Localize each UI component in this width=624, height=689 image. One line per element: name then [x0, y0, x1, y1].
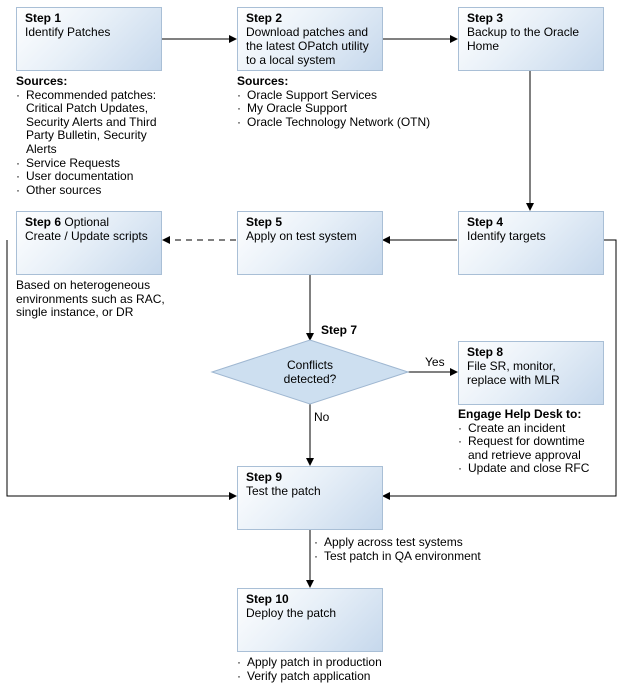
decision-diamond: [210, 339, 410, 405]
step-8-box: Step 8 File SR, monitor, replace with ML…: [458, 341, 604, 405]
step-1-sources-heading: Sources:: [16, 74, 68, 88]
step-2-source-item: Oracle Technology Network (OTN): [237, 115, 430, 130]
step-5-number: Step 5: [246, 215, 283, 229]
step-4-box: Step 4 Identify targets: [458, 211, 604, 275]
helpdesk-item: Request for downtime and retrieve approv…: [458, 434, 593, 462]
step-7-question: Conflicts detected?: [283, 358, 337, 386]
step-1-source-item: User documentation: [16, 170, 176, 184]
step-2-sources-heading: Sources:: [237, 74, 289, 88]
step-3-box: Step 3 Backup to the Oracle Home: [458, 7, 604, 71]
arrow-step4-step9: [382, 239, 617, 500]
step-2-source-item: My Oracle Support: [237, 102, 430, 116]
step-10-note-item: Apply patch in production: [237, 655, 382, 670]
step-9-note-item: Apply across test systems: [314, 535, 481, 550]
step-10-label: Deploy the patch: [246, 606, 337, 620]
step-6-label: Create / Update scripts: [25, 229, 148, 243]
step-9-box: Step 9 Test the patch: [237, 466, 383, 530]
step-6-note: Based on heterogeneous environments such…: [16, 278, 165, 320]
helpdesk-item: Create an incident: [458, 421, 593, 436]
step-1-number: Step 1: [25, 11, 62, 25]
step-6-box: Step 6 Optional Create / Update scripts: [16, 211, 162, 275]
step-9-note-item: Test patch in QA environment: [314, 549, 481, 564]
step-4-number: Step 4: [467, 215, 504, 229]
helpdesk-item: Update and close RFC: [458, 462, 593, 476]
step-3-number: Step 3: [467, 11, 504, 25]
helpdesk-list: Engage Help Desk to: Create an incident …: [458, 407, 593, 476]
step-8-label: File SR, monitor, replace with MLR: [467, 359, 560, 387]
step-5-label: Apply on test system: [246, 229, 357, 243]
step-1-source-item: Recommended patches: Critical Patch Upda…: [16, 88, 176, 157]
step-10-notes: Apply patch in production Verify patch a…: [237, 655, 382, 684]
step-9-label: Test the patch: [246, 484, 321, 498]
step-9-number: Step 9: [246, 470, 283, 484]
step-8-number: Step 8: [467, 345, 504, 359]
step-6-optional: Optional: [64, 215, 110, 229]
step-10-number: Step 10: [246, 592, 289, 606]
step-6-number: Step 6: [25, 215, 62, 229]
step-7-yes-label: Yes: [425, 355, 445, 369]
step-1-source-item: Service Requests: [16, 156, 176, 171]
step-1-box: Step 1 Identify Patches: [16, 7, 162, 71]
step-2-box: Step 2 Download patches and the latest O…: [237, 7, 383, 71]
step-5-box: Step 5 Apply on test system: [237, 211, 383, 275]
step-1-sources: Sources: Recommended patches: Critical P…: [16, 74, 176, 198]
step-10-box: Step 10 Deploy the patch: [237, 588, 383, 652]
helpdesk-heading: Engage Help Desk to:: [458, 407, 582, 421]
step-2-sources: Sources: Oracle Support Services My Orac…: [237, 74, 430, 130]
step-9-notes: Apply across test systems Test patch in …: [314, 535, 481, 564]
arrow-step6-step9: [6, 240, 237, 500]
step-7-number: Step 7: [321, 323, 358, 337]
step-1-label: Identify Patches: [25, 25, 111, 39]
step-2-source-item: Oracle Support Services: [237, 88, 430, 103]
step-4-label: Identify targets: [467, 229, 546, 243]
step-7-no-label: No: [314, 410, 330, 424]
step-1-source-item: Other sources: [16, 183, 176, 198]
step-10-note-item: Verify patch application: [237, 669, 382, 684]
step-2-label: Download patches and the latest OPatch u…: [246, 25, 369, 67]
step-3-label: Backup to the Oracle Home: [467, 25, 580, 53]
step-2-number: Step 2: [246, 11, 283, 25]
